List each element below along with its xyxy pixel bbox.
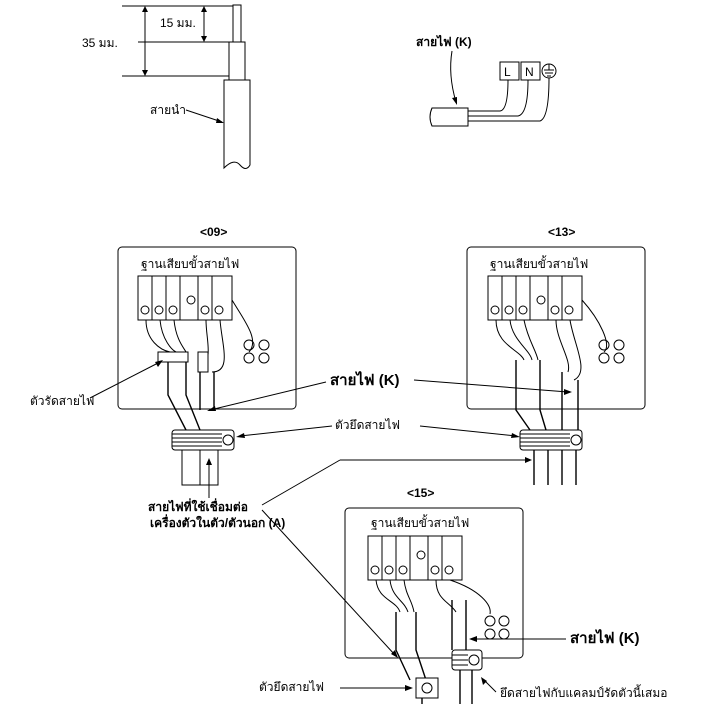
panel-13-terminal-label: ฐานเสียบขั้วสายไฟ: [490, 255, 588, 271]
dim-35-label: 35 มม.: [82, 36, 118, 50]
outer-sheath: [223, 79, 251, 170]
connect-cable-label-1: สายไฟที่ใช้เชื่อมต่อ: [148, 498, 248, 514]
connect-cable-label-2: เครื่องตัวในตัว/ตัวนอก (A): [150, 514, 285, 530]
ground-screw-15-icon: [484, 615, 510, 640]
ground-icon: [541, 63, 557, 79]
cable-holder-label-bottom: ตัวยึดสายไฟ: [259, 680, 324, 694]
terminal-block-15: [367, 535, 463, 581]
terminal-L-label: L: [504, 65, 511, 79]
clamp-note-label: ยึดสายไฟกับแคลมป์รัดตัวนี้เสมอ: [500, 684, 668, 700]
cable-clamp-13: [519, 429, 583, 485]
callouts: ตัวรัดสายไฟ สายไฟ (K) ตัวยึดสายไฟ สายไฟท…: [30, 360, 668, 700]
terminal-N: [520, 61, 541, 81]
terminal-block-09: [137, 275, 233, 321]
panel-09: <09> ฐานเสียบขั้วสายไฟ: [117, 225, 297, 431]
cable-k-label-top: สายไฟ (K): [416, 34, 472, 49]
panel-13-title: <13>: [548, 225, 575, 239]
panel-09-terminal-label: ฐานเสียบขั้วสายไฟ: [141, 255, 239, 271]
cable-clamp-09: [171, 429, 235, 486]
conductor: [232, 4, 242, 44]
terminal-L: [499, 61, 520, 81]
terminal-N-label: N: [525, 65, 534, 79]
panel-15-terminal-label: ฐานเสียบขั้วสายไฟ: [371, 514, 469, 530]
cable-end: [429, 107, 469, 127]
wire-clamp-label: ตัวรัดสายไฟ: [30, 394, 94, 408]
lead-label: สายนำ: [150, 103, 186, 117]
cable-clamp-15-left: [415, 677, 439, 704]
dim-15-label: 15 มม.: [160, 16, 196, 30]
cable-holder-label-mid: ตัวยึดสายไฟ: [335, 418, 400, 432]
terminal-detail: สายไฟ (K) L N: [416, 34, 557, 127]
cable-k-label-right: สายไฟ (K): [570, 628, 640, 647]
terminal-block-13: [487, 275, 583, 321]
strip-length-detail: 15 มม. 35 มม. สายนำ: [82, 4, 251, 170]
panel-13: <13> ฐานเสียบขั้วสายไฟ: [466, 225, 646, 431]
panel-09-title: <09>: [200, 225, 227, 239]
panel-15: <15> ฐานเสียบขั้วสายไฟ: [344, 486, 524, 681]
cable-clamp-15-right: [451, 649, 483, 704]
ground-screw-09-icon: [243, 339, 270, 364]
ground-screw-13-icon: [598, 339, 625, 364]
inner-insulation: [228, 41, 246, 81]
cable-k-label-mid: สายไฟ (K): [330, 370, 400, 389]
wire-tie-09: [157, 351, 189, 363]
panel-15-title: <15>: [407, 486, 434, 500]
